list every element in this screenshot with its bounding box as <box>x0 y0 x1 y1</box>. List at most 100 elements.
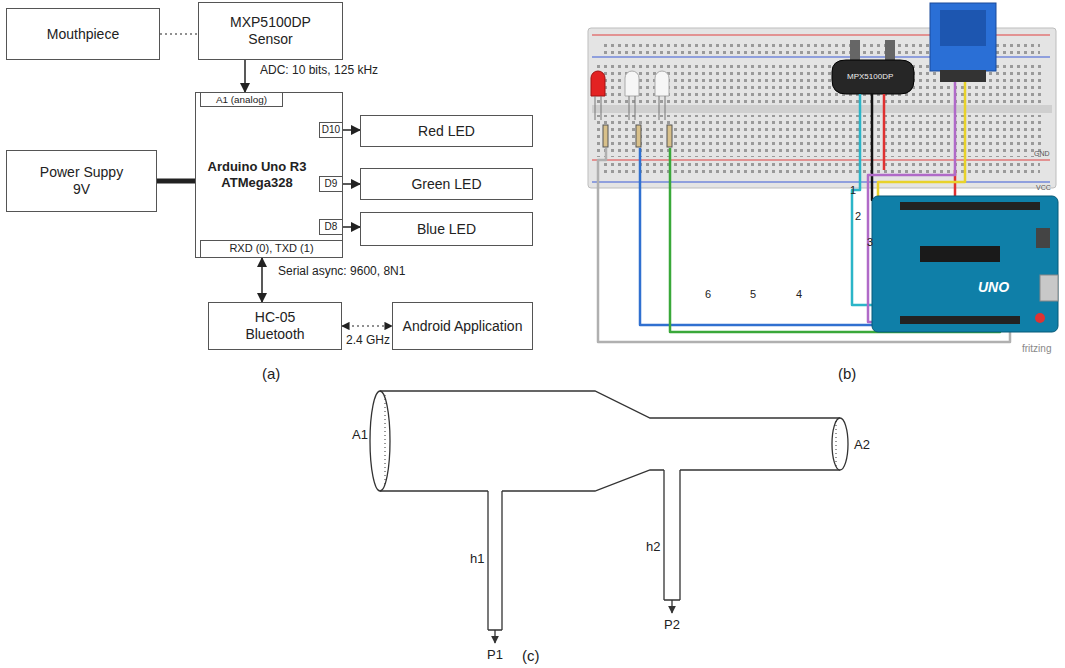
pin-box: D9 <box>319 176 343 192</box>
power-box: Power Suppy 9V <box>6 150 157 212</box>
illustration-part <box>836 421 837 467</box>
illustration-part <box>592 160 1050 161</box>
illustration-part <box>900 202 1040 210</box>
illustration-part <box>591 71 605 96</box>
illustration-part <box>872 110 956 200</box>
height-label: h1 <box>470 552 484 566</box>
box-label: D10 <box>322 124 340 136</box>
sensor-box: MXP5100DP Sensor <box>198 2 343 60</box>
pin-box: D8 <box>319 219 343 235</box>
illustration-part <box>1036 228 1050 248</box>
illustration-part <box>601 96 602 120</box>
illustration-part <box>930 3 996 71</box>
illustration-part <box>832 418 848 470</box>
illustration-part <box>850 40 860 62</box>
part-marking: MPX5100DP <box>847 73 893 82</box>
connector-arrow <box>343 129 360 131</box>
pressure-label: P2 <box>664 618 680 632</box>
box-label: HC-05 Bluetooth <box>225 309 325 343</box>
pin-box: RXD (0), TXD (1) <box>200 240 343 258</box>
box-label: D8 <box>325 221 338 233</box>
wire-number: 2 <box>855 210 861 222</box>
illustration-part <box>655 71 669 96</box>
illustration-part <box>883 94 886 110</box>
connector-arrow <box>261 258 263 302</box>
illustration-part <box>592 182 1050 183</box>
box-label: Arduino Uno R3 ATMega328 <box>201 159 313 190</box>
illustration-part <box>635 96 636 120</box>
area-label: A1 <box>352 428 368 442</box>
rail-label: VCC <box>1036 184 1051 192</box>
illustration-part <box>665 96 666 120</box>
pin-box: D10 <box>319 122 343 138</box>
output-box: Green LED <box>360 168 533 200</box>
box-label: Blue LED <box>417 221 476 238</box>
wire-number: 4 <box>796 288 802 300</box>
illustration-part <box>920 246 1000 262</box>
connector-arrow <box>157 179 195 184</box>
edge-label: Serial async: 9600, 8N1 <box>276 264 407 278</box>
illustration-part <box>636 125 641 147</box>
pin-box: A1 (analog) <box>200 92 283 107</box>
led-parts <box>591 71 672 147</box>
panel-label: (a) <box>262 366 280 383</box>
box-label: A1 (analog) <box>216 94 267 106</box>
illustration-part <box>596 115 1044 157</box>
illustration-part <box>671 600 672 613</box>
illustration-part <box>625 71 639 96</box>
panel-label: (c) <box>522 648 540 665</box>
illustration-part <box>940 70 986 82</box>
bluetooth-module <box>930 3 996 82</box>
app-box: Android Application <box>392 302 533 350</box>
box-label: D9 <box>325 178 338 190</box>
wire-number: 3 <box>867 236 873 248</box>
box-label: Green LED <box>411 176 481 193</box>
venturi-tube <box>370 391 848 643</box>
illustration-part <box>629 96 630 120</box>
edge-label: ADC: 10 bits, 125 kHz <box>258 63 380 77</box>
connector-arrow <box>343 183 360 185</box>
illustration-part <box>600 163 1040 177</box>
box-label: Red LED <box>418 123 475 140</box>
rail-label: GND <box>1034 150 1050 158</box>
illustration-part <box>603 125 608 147</box>
arduino-board <box>872 196 1058 332</box>
illustration-part <box>595 96 596 120</box>
edge-label: 2.4 GHz <box>344 333 392 347</box>
illustration-part <box>380 391 840 418</box>
illustration-part <box>370 391 390 491</box>
panel-label: (b) <box>838 366 856 383</box>
connector-arrow <box>342 325 392 326</box>
board-marking: UNO <box>978 280 1009 295</box>
connector-arrow <box>244 60 246 92</box>
illustration-part <box>872 196 1058 332</box>
output-box: Red LED <box>360 115 533 147</box>
illustration-part <box>659 96 660 120</box>
wire-number: 1 <box>850 184 856 196</box>
illustration-part <box>380 470 840 491</box>
input-box: Mouthpiece <box>6 8 160 60</box>
illustration-part <box>385 395 386 487</box>
box-label: RXD (0), TXD (1) <box>229 242 313 255</box>
tube-dots <box>385 395 836 487</box>
wire-number: 6 <box>705 288 711 300</box>
illustration-part <box>859 94 862 110</box>
illustration-part <box>1035 313 1045 323</box>
output-box: Blue LED <box>360 212 533 246</box>
illustration-part <box>940 10 986 46</box>
box-label: Power Suppy 9V <box>32 164 132 198</box>
illustration-part <box>832 60 914 94</box>
pressure-sensor <box>832 40 914 110</box>
illustration-part <box>592 105 1052 113</box>
illustration-part <box>488 491 502 630</box>
box-label: Android Application <box>403 318 523 335</box>
illustration-part <box>900 316 1020 324</box>
illustration-part <box>667 125 672 147</box>
illustration-part <box>664 470 680 600</box>
illustration-part <box>885 40 895 62</box>
box-label: MXP5100DP Sensor <box>221 14 321 48</box>
illustration-part <box>871 94 874 110</box>
height-label: h2 <box>646 540 660 554</box>
